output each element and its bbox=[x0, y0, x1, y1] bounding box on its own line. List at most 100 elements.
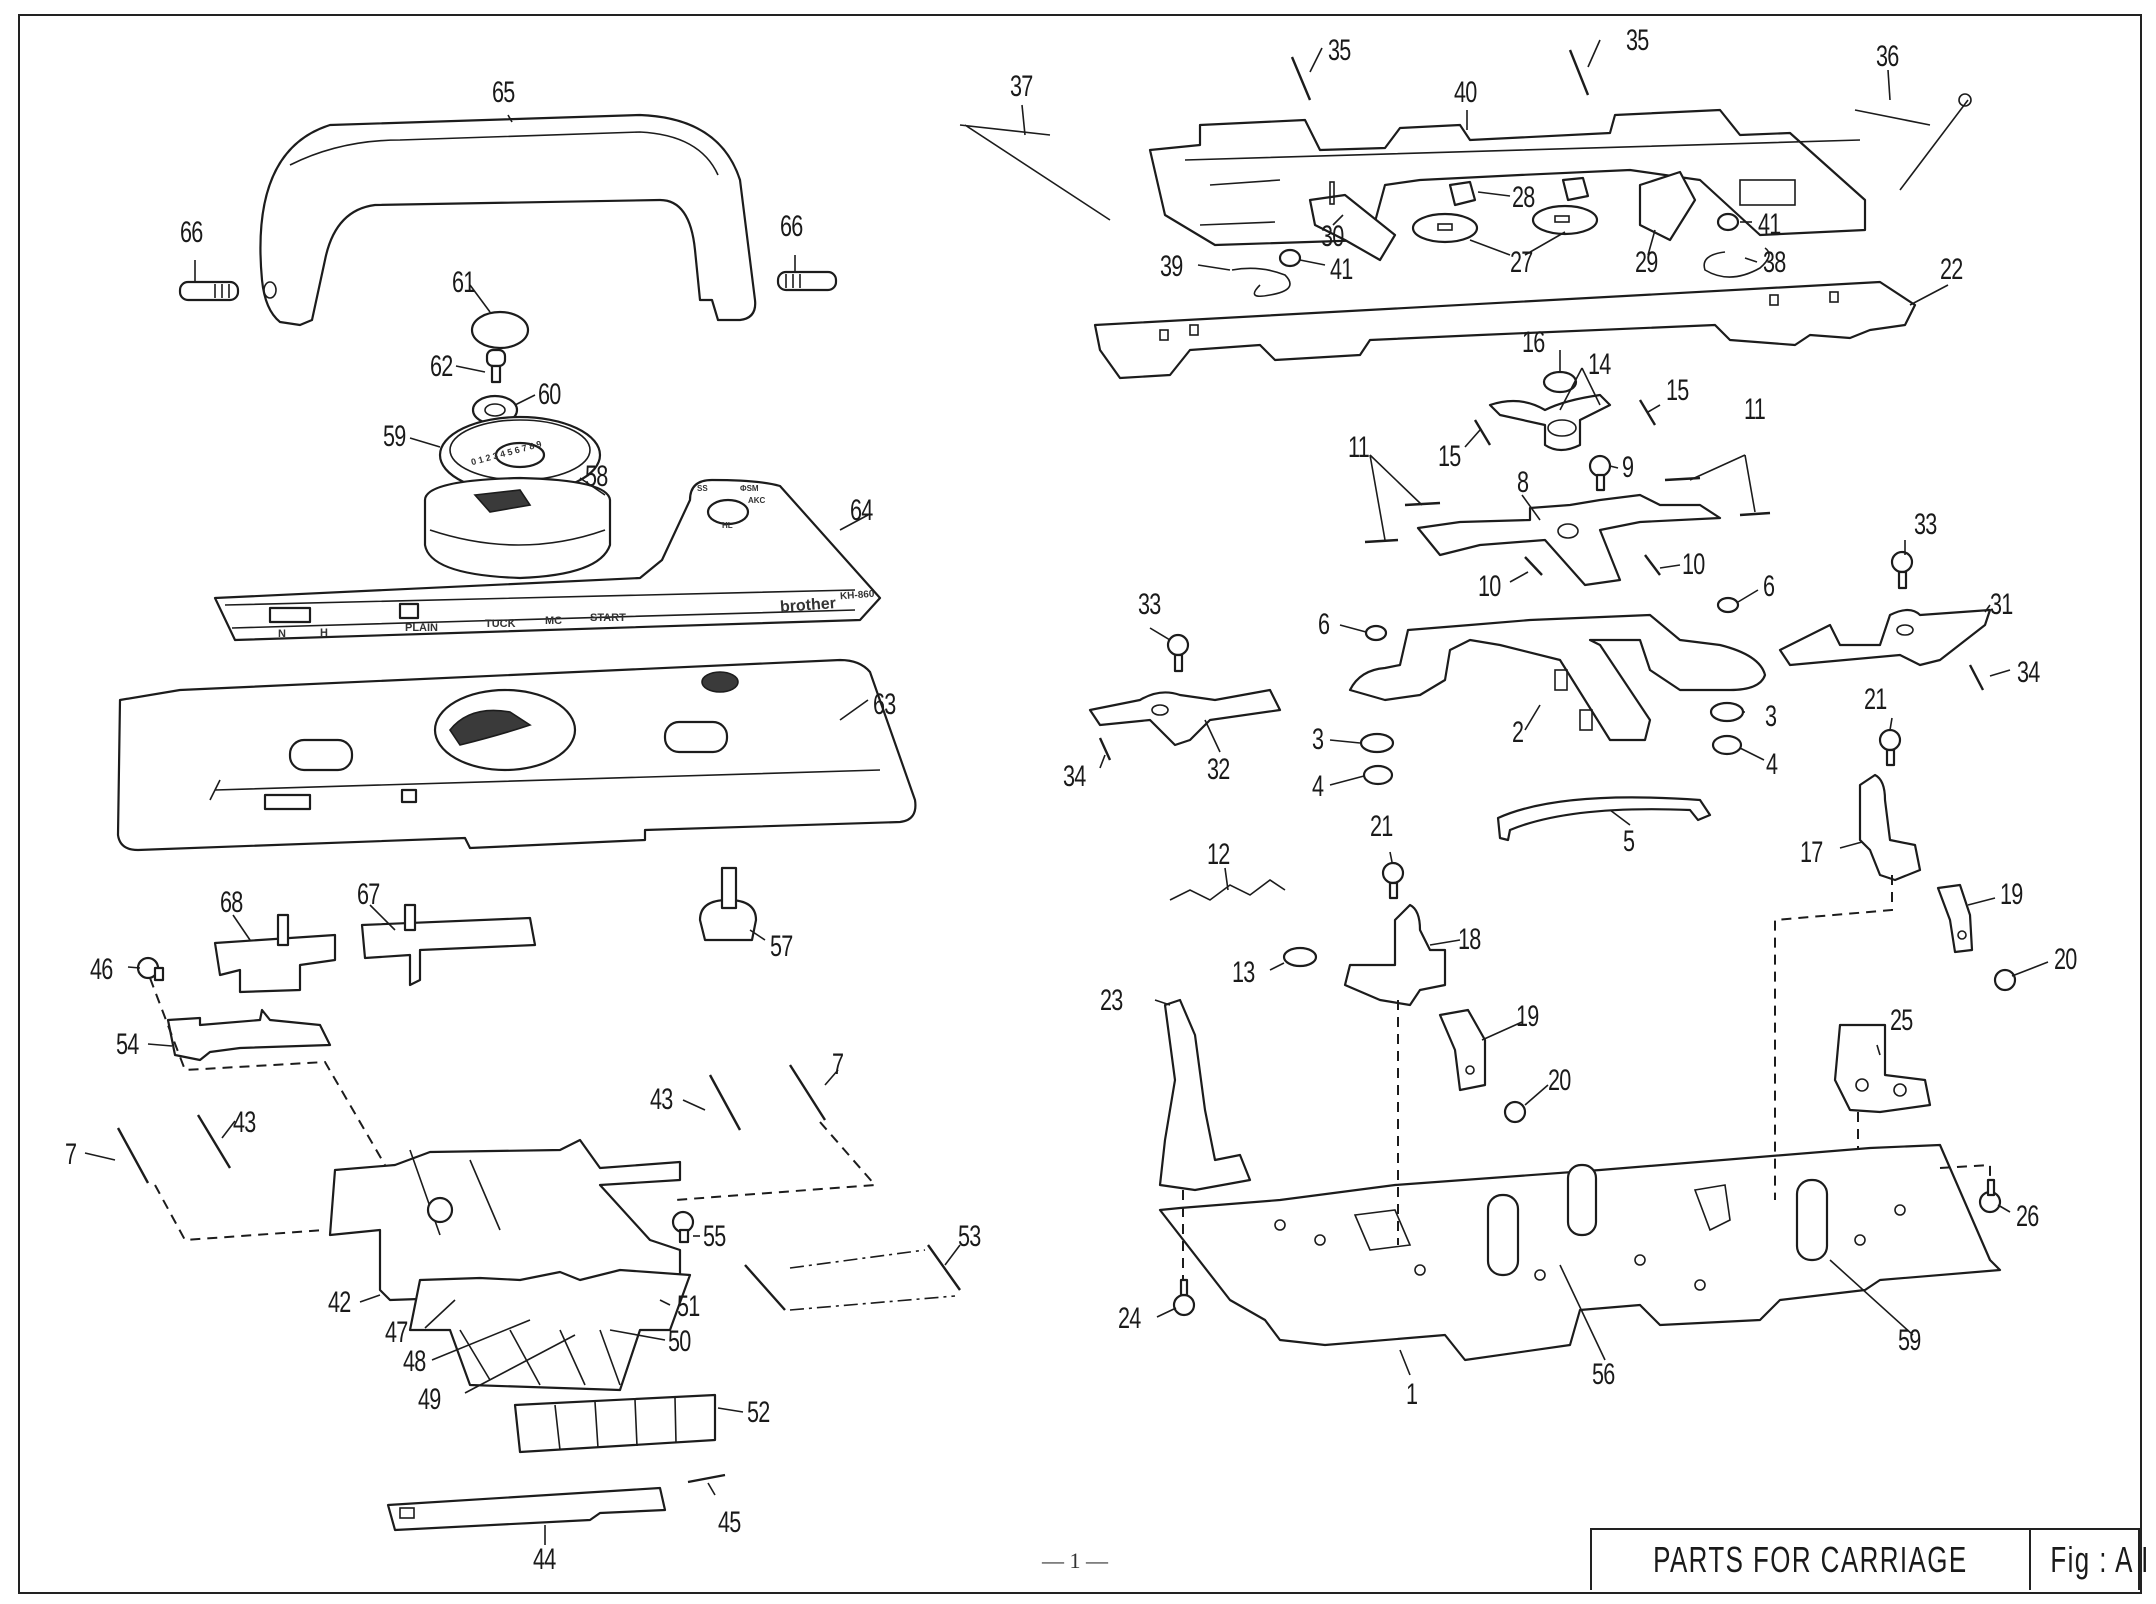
callout-57: 57 bbox=[770, 930, 793, 963]
callout-30: 30 bbox=[1321, 220, 1344, 253]
part-lever-32 bbox=[1088, 688, 1282, 747]
callout-5: 5 bbox=[1623, 825, 1635, 858]
spring-7-left bbox=[116, 1127, 150, 1184]
spring-35-right bbox=[1568, 49, 1590, 96]
part-screw-33-left bbox=[1166, 633, 1190, 673]
part-screw-24 bbox=[1172, 1278, 1196, 1317]
title-cell: PARTS FOR CARRIAGE bbox=[1592, 1530, 2031, 1590]
part-washer-6-left bbox=[1364, 624, 1388, 642]
part-clip-4-left bbox=[1362, 764, 1394, 786]
leader-lines bbox=[84, 39, 2049, 1545]
part-lever-30 bbox=[1308, 181, 1397, 262]
guide-line-54 bbox=[149, 977, 386, 1166]
nameplate-dial-akc: AKC bbox=[748, 496, 766, 505]
part-block-19-right bbox=[1936, 883, 1974, 954]
nameplate-mode-tuck: TUCK bbox=[485, 618, 516, 630]
callout-66: 66 bbox=[180, 216, 203, 249]
part-spring-plate-5 bbox=[1496, 796, 1712, 842]
callout-44: 44 bbox=[533, 1543, 556, 1576]
callout-17: 17 bbox=[1800, 836, 1823, 869]
spring-43-right bbox=[708, 1074, 742, 1131]
guide-line-26 bbox=[1939, 1163, 1991, 1180]
guide-line-17 bbox=[1774, 875, 1893, 1200]
part-bracket-25 bbox=[1833, 1023, 1932, 1114]
callout-7: 7 bbox=[832, 1048, 844, 1081]
callout-43: 43 bbox=[650, 1083, 673, 1116]
spring-10-left bbox=[1524, 556, 1543, 576]
callout-43: 43 bbox=[233, 1106, 256, 1139]
document-title: PARTS FOR CARRIAGE bbox=[1653, 1539, 1968, 1580]
callout-33: 33 bbox=[1914, 508, 1937, 541]
part-washer-3-left bbox=[1359, 732, 1395, 754]
part-screw-21-right bbox=[1878, 728, 1902, 767]
callout-3: 3 bbox=[1765, 700, 1777, 733]
part-lever-29 bbox=[1638, 170, 1697, 242]
callout-67: 67 bbox=[357, 878, 380, 911]
part-block-19-left bbox=[1438, 1008, 1487, 1092]
nameplate-dial-sm: ΦSM bbox=[740, 484, 759, 493]
callout-61: 61 bbox=[452, 266, 475, 299]
part-wire-37 bbox=[959, 124, 1111, 221]
callout-27: 27 bbox=[1510, 246, 1533, 279]
spring-35-left bbox=[1290, 56, 1312, 101]
callout-36: 36 bbox=[1876, 40, 1899, 73]
callout-52: 52 bbox=[747, 1396, 770, 1429]
callout-56: 56 bbox=[1592, 1358, 1615, 1391]
page-frame bbox=[18, 14, 2142, 1594]
callout-24: 24 bbox=[1118, 1302, 1141, 1335]
callout-41: 41 bbox=[1758, 208, 1781, 241]
figure-label: Fig : A I bbox=[2050, 1539, 2150, 1580]
callout-35: 35 bbox=[1626, 24, 1649, 57]
part-cover-63 bbox=[116, 658, 917, 852]
callout-59: 59 bbox=[383, 420, 406, 453]
part-bracket-17 bbox=[1858, 773, 1922, 882]
part-spring-12 bbox=[1169, 879, 1286, 901]
callout-34: 34 bbox=[2017, 656, 2040, 689]
callout-33: 33 bbox=[1138, 588, 1161, 621]
callout-19: 19 bbox=[1516, 1000, 1539, 1033]
callout-32: 32 bbox=[1207, 753, 1230, 786]
callout-45: 45 bbox=[718, 1506, 741, 1539]
part-slider-8 bbox=[1416, 493, 1722, 587]
part-screw-20-left bbox=[1503, 1100, 1527, 1124]
guide-line-7-right bbox=[674, 1121, 878, 1201]
part-pin-66-right bbox=[776, 270, 838, 292]
part-cap-61 bbox=[470, 310, 530, 350]
part-screw-20-right bbox=[1993, 968, 2017, 992]
callout-59: 59 bbox=[1898, 1324, 1921, 1357]
part-nut-28a bbox=[1448, 180, 1477, 207]
part-washer-13 bbox=[1282, 946, 1318, 968]
part-screw-26 bbox=[1978, 1178, 2002, 1214]
part-lever-14 bbox=[1488, 393, 1612, 452]
callout-22: 22 bbox=[1940, 253, 1963, 286]
part-nut-41-left bbox=[1278, 248, 1302, 268]
part-bracket-54 bbox=[166, 1008, 332, 1062]
part-link-27-right bbox=[1531, 204, 1599, 236]
part-wire-36 bbox=[1854, 93, 1972, 191]
part-clip-4-right bbox=[1711, 734, 1743, 756]
part-selector-levers bbox=[408, 1268, 692, 1392]
part-plate-22 bbox=[1093, 280, 1917, 380]
part-screw-33-right bbox=[1890, 550, 1914, 590]
callout-18: 18 bbox=[1458, 923, 1481, 956]
part-clip-38 bbox=[1703, 247, 1770, 278]
callout-31: 31 bbox=[1990, 588, 2013, 621]
callout-23: 23 bbox=[1100, 984, 1123, 1017]
callout-53: 53 bbox=[958, 1220, 981, 1253]
callout-55: 55 bbox=[703, 1220, 726, 1253]
callout-47: 47 bbox=[385, 1316, 408, 1349]
callout-37: 37 bbox=[1010, 70, 1033, 103]
callout-42: 42 bbox=[328, 1286, 351, 1319]
part-nameplate-64 bbox=[213, 478, 882, 642]
callout-38: 38 bbox=[1763, 246, 1786, 279]
callout-7: 7 bbox=[65, 1138, 77, 1171]
figure-cell: Fig : A I bbox=[2031, 1530, 2156, 1590]
spring-7-right bbox=[788, 1064, 827, 1121]
callout-54: 54 bbox=[116, 1028, 139, 1061]
part-dial-59 bbox=[438, 415, 602, 495]
part-washer-3-right bbox=[1709, 701, 1745, 723]
callout-15: 15 bbox=[1666, 374, 1689, 407]
part-screw-9 bbox=[1588, 454, 1612, 492]
callout-4: 4 bbox=[1766, 748, 1778, 781]
